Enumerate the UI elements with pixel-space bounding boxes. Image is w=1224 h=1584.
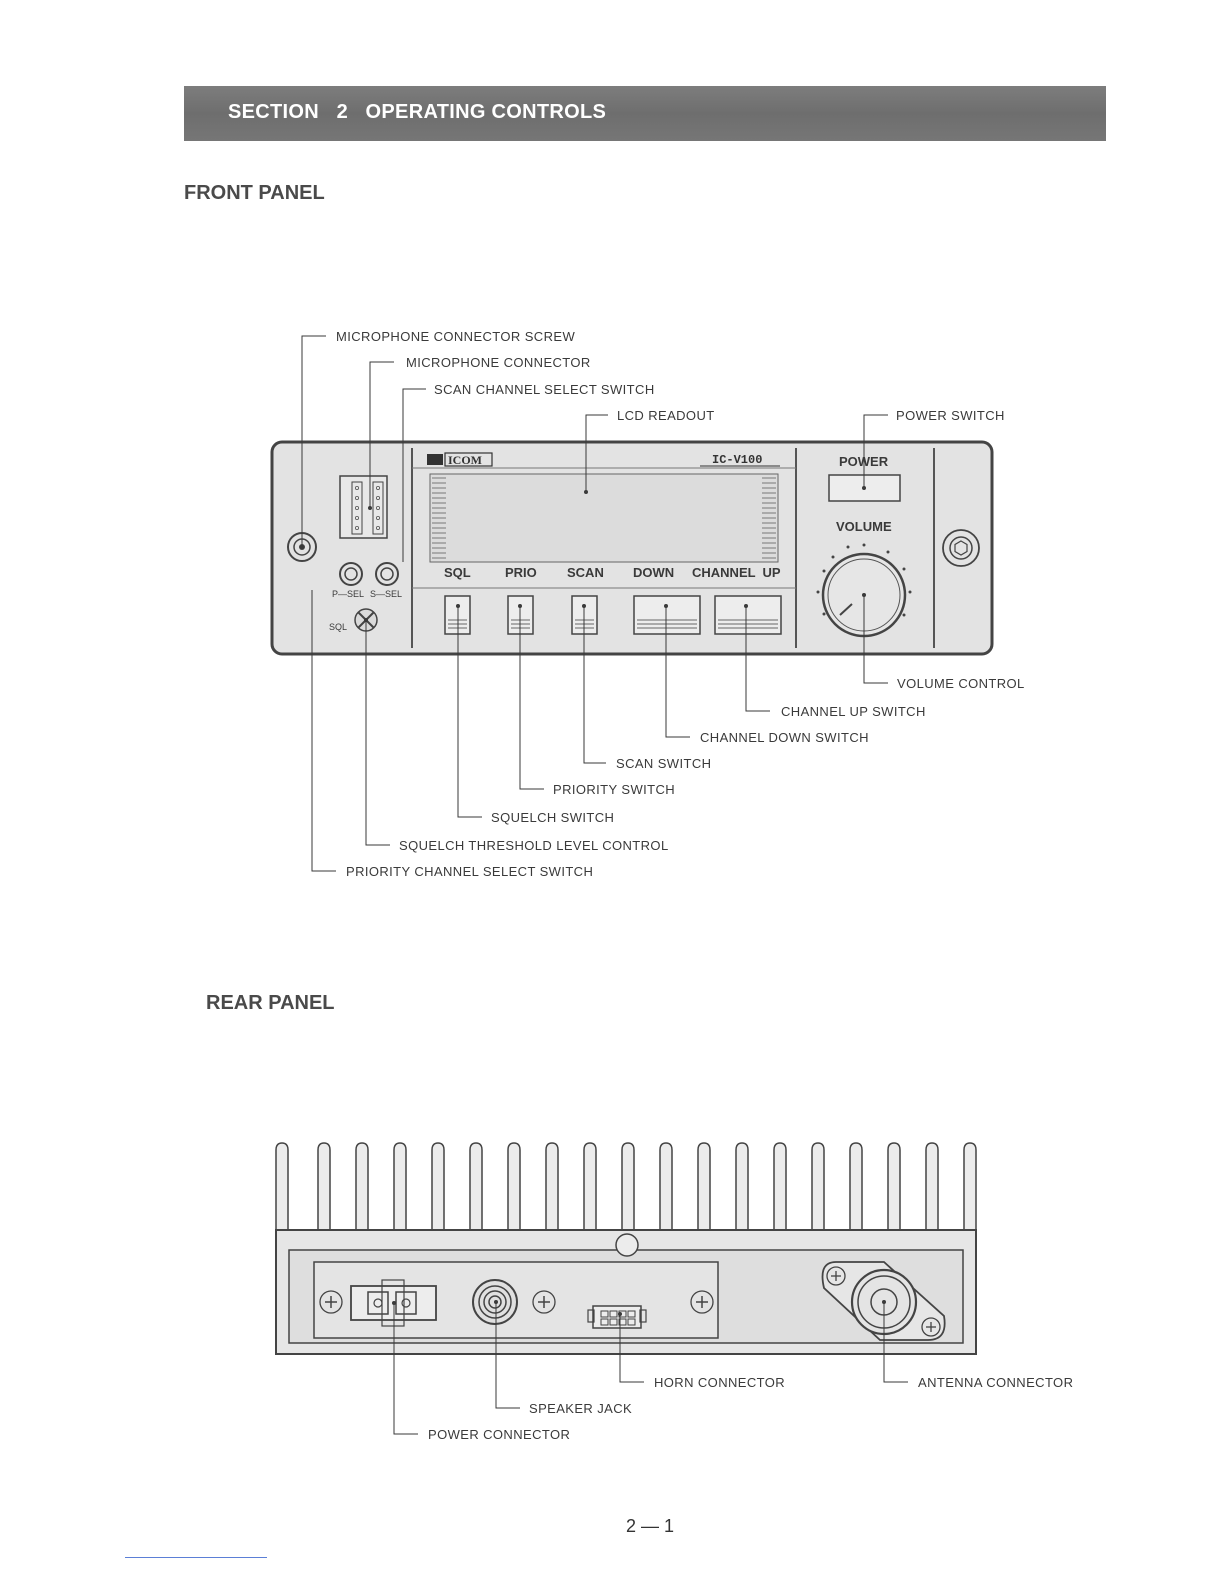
rear-panel-drawing — [275, 1142, 977, 1355]
prio-button-label: PRIO — [505, 565, 537, 580]
psel-label: P—SEL — [332, 589, 364, 599]
section-title: SECTION 2 OPERATING CONTROLS — [228, 101, 607, 123]
sql-button-label: SQL — [444, 565, 471, 580]
callout-lcd-readout: LCD READOUT — [617, 408, 715, 423]
scan-channel-select-switch — [375, 562, 399, 586]
callout-squelch-switch: SQUELCH SWITCH — [491, 810, 614, 825]
callout-volume-control: VOLUME CONTROL — [897, 676, 1025, 691]
rear-screw-mid — [532, 1290, 556, 1314]
callout-mic-connector: MICROPHONE CONNECTOR — [406, 355, 591, 370]
callout-scan-channel-select-switch: SCAN CHANNEL SELECT SWITCH — [434, 382, 655, 397]
callout-antenna-connector: ANTENNA CONNECTOR — [918, 1375, 1073, 1390]
callout-channel-up-switch: CHANNEL UP SWITCH — [781, 704, 926, 719]
callout-scan-switch: SCAN SWITCH — [616, 756, 711, 771]
callout-mic-connector-screw: MICROPHONE CONNECTOR SCREW — [336, 329, 575, 344]
volume-label: VOLUME — [836, 519, 892, 534]
callout-power-connector: POWER CONNECTOR — [428, 1427, 570, 1442]
callout-priority-switch: PRIORITY SWITCH — [553, 782, 675, 797]
brand-label: ICOM — [448, 453, 482, 467]
page-number: 2 — 1 — [625, 1516, 675, 1536]
callout-priority-channel-select: PRIORITY CHANNEL SELECT SWITCH — [346, 864, 593, 879]
microphone-connector — [339, 475, 388, 539]
bottom-rule — [125, 1557, 267, 1558]
rear-screw-right — [690, 1290, 714, 1314]
callout-horn-connector: HORN CONNECTOR — [654, 1375, 785, 1390]
section-header-bar: SECTION 2 OPERATING CONTROLS — [184, 86, 1106, 141]
model-label: IC-V100 — [712, 453, 762, 467]
lcd-readout — [429, 473, 779, 563]
side-bolt — [942, 529, 980, 567]
heatsink-fins — [275, 1142, 977, 1241]
front-panel-drawing: ICOM IC-V100 SQL PRIO SCAN DOWN CHANNEL … — [270, 440, 994, 656]
scan-button-label: SCAN — [567, 565, 604, 580]
callout-speaker-jack: SPEAKER JACK — [529, 1401, 632, 1416]
rear-screw-left — [319, 1290, 343, 1314]
priority-channel-select-switch — [339, 562, 363, 586]
callout-squelch-threshold: SQUELCH THRESHOLD LEVEL CONTROL — [399, 838, 669, 853]
sql-knob-label: SQL — [329, 622, 347, 632]
callout-power-switch: POWER SWITCH — [896, 408, 1005, 423]
front-panel-heading: FRONT PANEL — [184, 182, 325, 204]
down-button-label: DOWN — [633, 565, 674, 580]
ssel-label: S—SEL — [370, 589, 402, 599]
callout-channel-down-switch: CHANNEL DOWN SWITCH — [700, 730, 869, 745]
channel-up-button-label: CHANNEL UP — [692, 565, 781, 580]
rear-panel-heading: REAR PANEL — [206, 992, 335, 1014]
